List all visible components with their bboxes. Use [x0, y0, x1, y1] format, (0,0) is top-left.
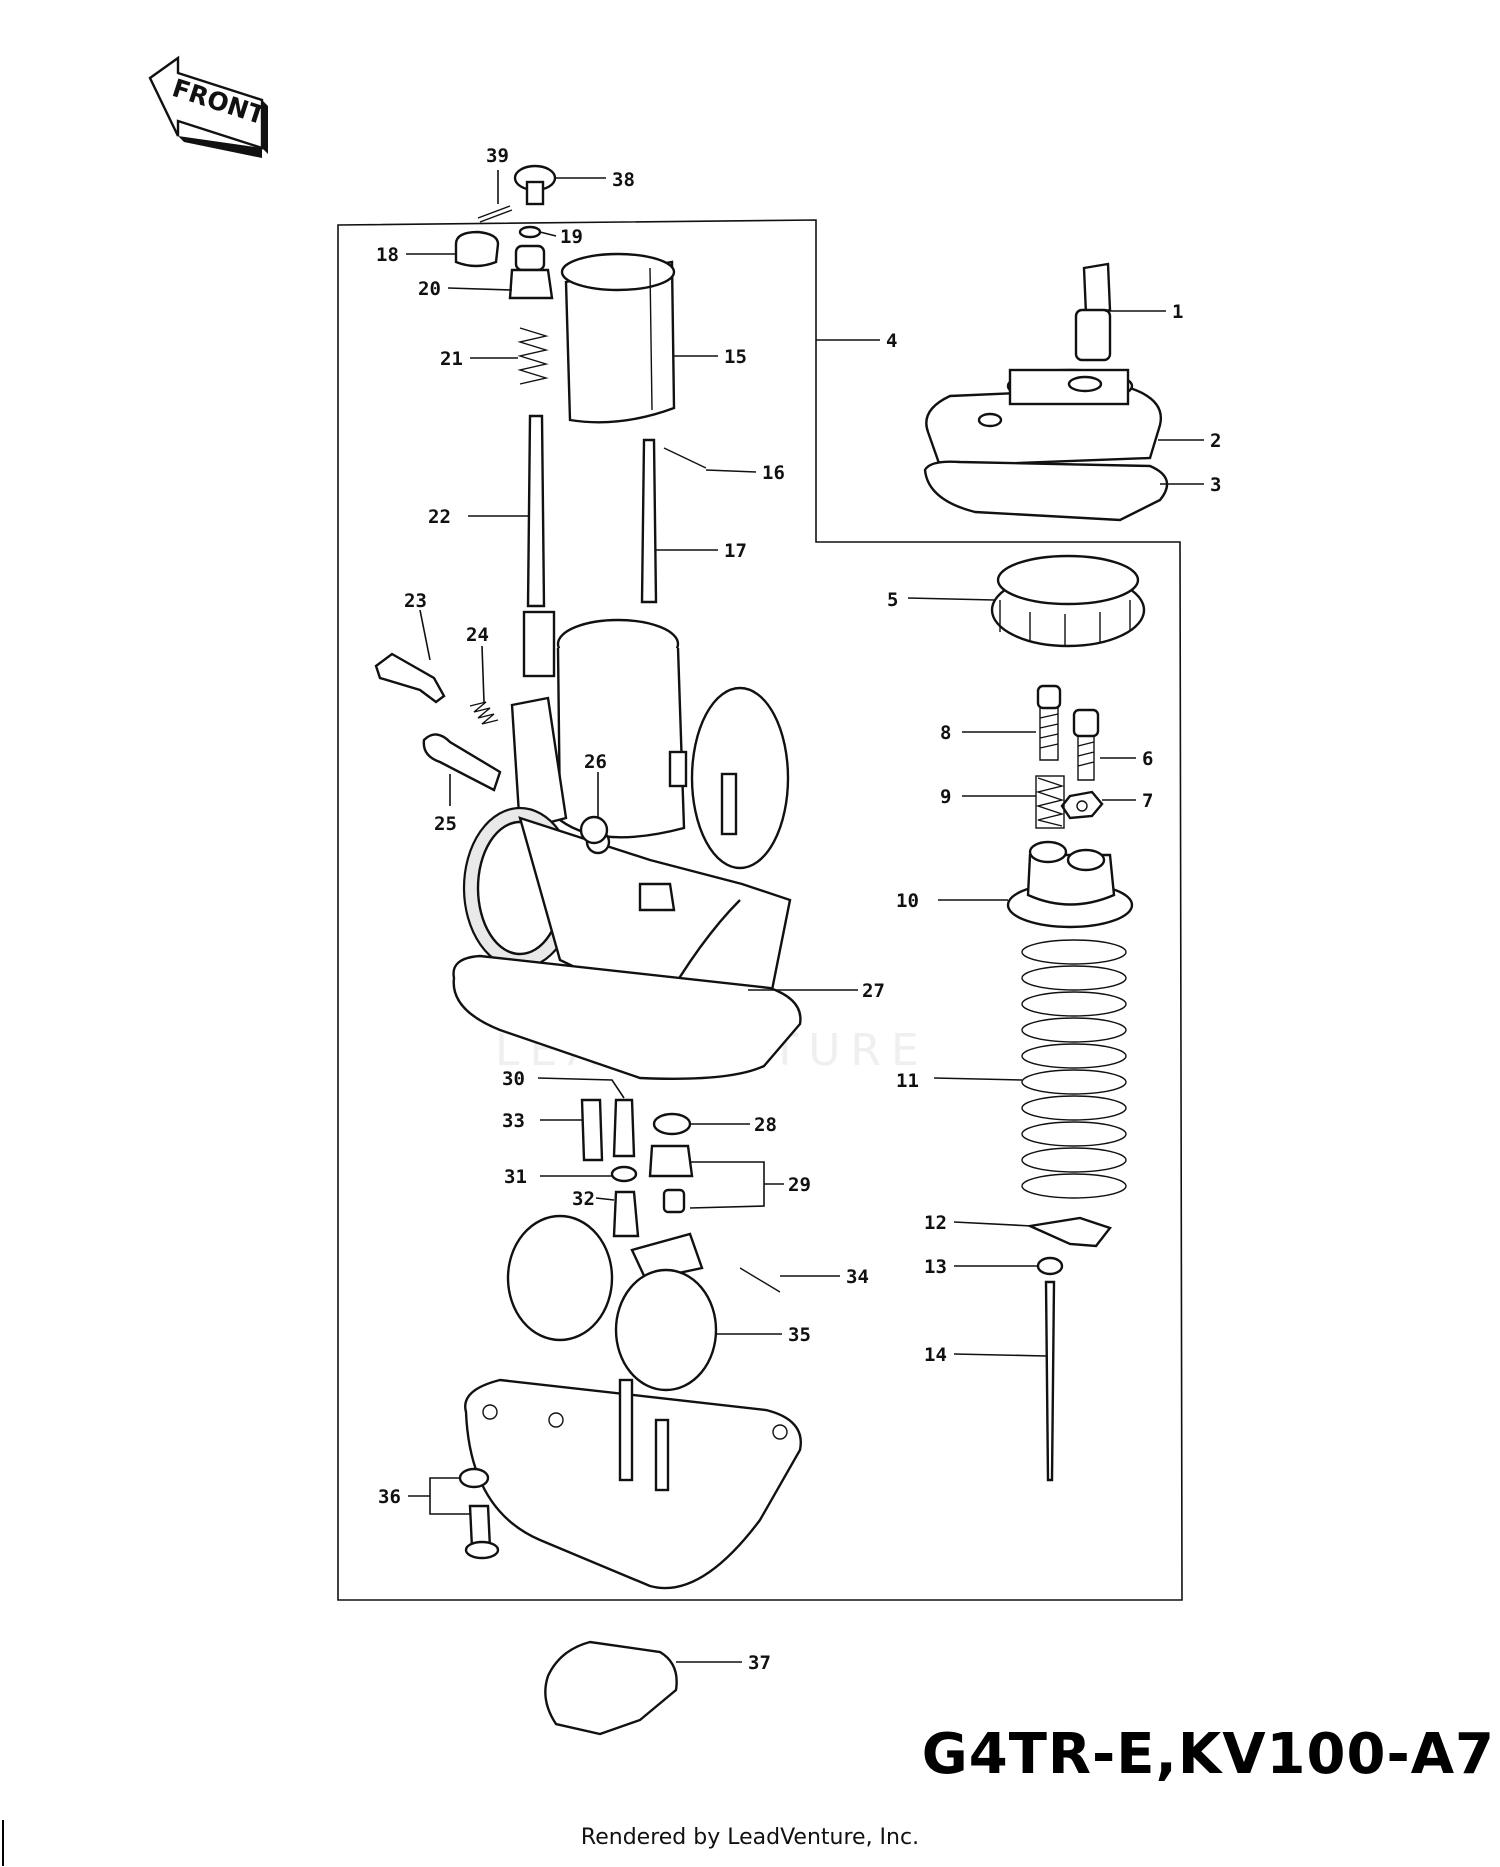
callout-3: 3 — [1210, 474, 1221, 496]
callout-24: 24 — [466, 624, 489, 646]
callout-34: 34 — [846, 1266, 869, 1288]
part-38-plug-screw — [513, 164, 557, 206]
callout-21: 21 — [440, 348, 463, 370]
part-23-air-screw — [374, 652, 446, 704]
callout-18: 18 — [376, 244, 399, 266]
part-28-washer — [652, 1112, 692, 1136]
model-title: G4TR-E,KV100-A7 — [921, 1722, 1495, 1787]
part-15-throttle-valve — [560, 252, 676, 424]
render-credit: Rendered by LeadVenture, Inc. — [580, 1825, 920, 1850]
callout-9: 9 — [940, 786, 951, 808]
part-17-rod — [640, 438, 658, 604]
part-30-needle-jet — [612, 1098, 636, 1158]
part-5-ring-nut — [990, 554, 1146, 648]
part-7-nut — [1060, 790, 1104, 820]
callout-22: 22 — [428, 506, 451, 528]
callout-36: 36 — [378, 1486, 401, 1508]
callout-13: 13 — [924, 1256, 947, 1278]
callout-8: 8 — [940, 722, 951, 744]
callout-6: 6 — [1142, 748, 1153, 770]
part-12-clip-plate — [1025, 1216, 1112, 1248]
part-27-bowl-gasket — [452, 954, 802, 1080]
part-6-screw — [1072, 708, 1100, 781]
callout-7: 7 — [1142, 790, 1153, 812]
part-10-valve-top — [1006, 840, 1134, 929]
part-1-cap-stem — [1074, 262, 1112, 362]
callout-26: 26 — [584, 751, 607, 773]
callout-14: 14 — [924, 1344, 947, 1366]
part-2-top-cap — [925, 368, 1163, 468]
part-3-gasket — [923, 460, 1169, 522]
callout-12: 12 — [924, 1212, 947, 1234]
callout-20: 20 — [418, 278, 441, 300]
callout-labels: 1 2 3 4 5 6 7 8 9 10 11 12 13 14 15 16 1… — [376, 145, 1221, 1674]
callout-33: 33 — [502, 1110, 525, 1132]
callout-2: 2 — [1210, 430, 1221, 452]
part-18-cap — [454, 230, 500, 268]
part-19-washer — [518, 225, 542, 239]
callout-4: 4 — [886, 330, 897, 352]
part-8-screw — [1036, 684, 1062, 761]
callout-11: 11 — [896, 1070, 919, 1092]
part-14-jet-needle — [1044, 1280, 1056, 1482]
part-37-plate — [544, 1640, 678, 1736]
float-arm — [630, 1232, 704, 1282]
part-39-clip — [477, 205, 513, 223]
callout-23: 23 — [404, 590, 427, 612]
callout-16: 16 — [762, 462, 785, 484]
float-bowl — [464, 1378, 802, 1590]
edge-mark — [2, 1820, 4, 1866]
part-29-jet-holder — [648, 1144, 694, 1214]
part-33-screw — [580, 1098, 604, 1162]
part-11-spring — [1021, 939, 1127, 1199]
part-35-floats — [506, 1214, 718, 1392]
callout-38: 38 — [612, 169, 635, 191]
part-25-bolt — [422, 733, 502, 792]
part-16-pin — [663, 447, 707, 469]
callout-31: 31 — [504, 1166, 527, 1188]
callout-29: 29 — [788, 1174, 811, 1196]
leader-lines — [406, 170, 1204, 1663]
callout-17: 17 — [724, 540, 747, 562]
part-9-spring — [1035, 775, 1065, 829]
callout-28: 28 — [754, 1114, 777, 1136]
callout-27: 27 — [862, 980, 885, 1002]
part-26-nut — [579, 815, 609, 845]
part-31-washer — [610, 1165, 638, 1183]
callout-37: 37 — [748, 1652, 771, 1674]
callout-10: 10 — [896, 890, 919, 912]
callout-15: 15 — [724, 346, 747, 368]
part-32-pilot-jet — [612, 1190, 640, 1238]
assembly-boundary — [337, 219, 1183, 1601]
part-21-spring — [517, 327, 549, 385]
callout-5: 5 — [887, 589, 898, 611]
part-36-screw-washer — [458, 1467, 500, 1560]
callout-30: 30 — [502, 1068, 525, 1090]
front-arrow-icon: FRONT — [148, 55, 269, 158]
part-22-starter-rod — [522, 414, 556, 678]
callout-19: 19 — [560, 226, 583, 248]
part-13-e-clip — [1036, 1256, 1064, 1276]
part-24-spring — [469, 701, 499, 725]
callout-25: 25 — [434, 813, 457, 835]
part-34-float-pin — [739, 1267, 781, 1293]
callout-32: 32 — [572, 1188, 595, 1210]
carburetor-body — [462, 618, 792, 1011]
callout-39: 39 — [486, 145, 509, 167]
callout-1: 1 — [1172, 301, 1183, 323]
callout-35: 35 — [788, 1324, 811, 1346]
part-20-plunger-nut — [508, 244, 554, 300]
